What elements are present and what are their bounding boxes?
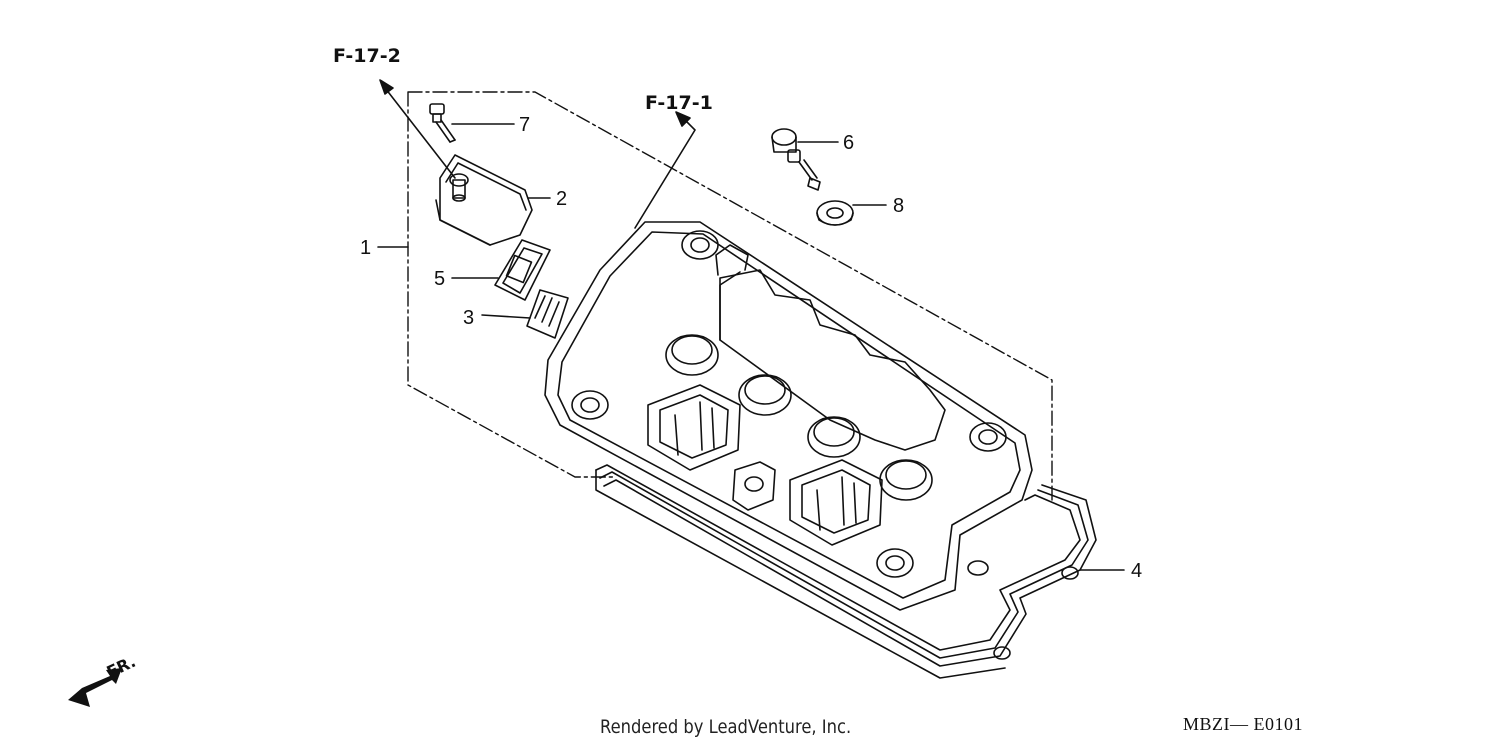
- ref-f17-1: F-17-1: [645, 92, 713, 114]
- bolt-7: [429, 103, 456, 143]
- callout-7: 7: [519, 114, 530, 136]
- callout-8: 8: [893, 195, 904, 217]
- assembly-outline: [407, 91, 1053, 501]
- breather-cover-2: [435, 154, 533, 246]
- callout-5: 5: [434, 268, 445, 290]
- grommet-5: [494, 239, 551, 301]
- callout-4: 4: [1131, 560, 1142, 582]
- callout-2: 2: [556, 188, 567, 210]
- direction-label: FR.: [104, 652, 139, 682]
- gasket-4: [595, 464, 1097, 679]
- cover-bolt-6: [771, 128, 821, 191]
- front-direction-arrow: FR.: [68, 652, 139, 707]
- arrow-f17-1: [634, 111, 696, 229]
- callout-1: 1: [360, 237, 371, 259]
- callout-3: 3: [463, 307, 474, 329]
- filter-3: [526, 289, 569, 339]
- leader-3: [481, 314, 531, 319]
- diagram-code: MBZI— E0101: [1183, 714, 1303, 734]
- arrow-f17-2: [379, 79, 456, 179]
- washer-8: [816, 200, 854, 226]
- callout-6: 6: [843, 132, 854, 154]
- cylinder-head-cover-1: [544, 221, 1033, 611]
- ref-f17-2: F-17-2: [333, 45, 401, 67]
- rendered-by-credit: Rendered by LeadVenture, Inc.: [600, 716, 852, 738]
